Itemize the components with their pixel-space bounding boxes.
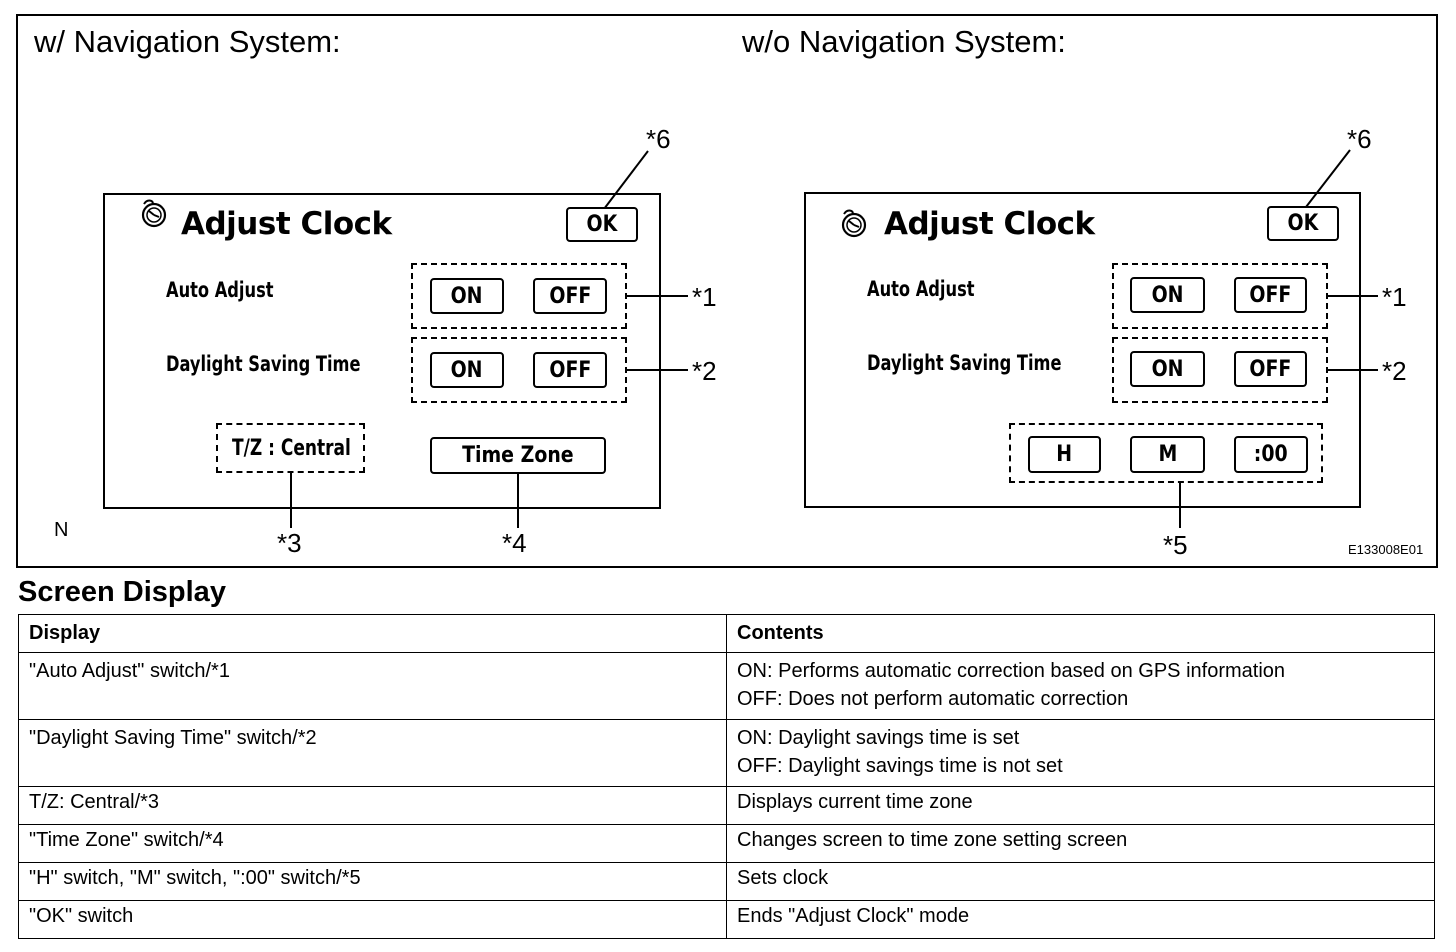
right-ok-button[interactable]: OK <box>1267 206 1339 241</box>
callout-6-right: *6 <box>1347 124 1372 154</box>
tz-central-label: T/Z : Central <box>232 436 351 461</box>
table-cell-contents: Changes screen to time zone setting scre… <box>726 824 1435 863</box>
left-ok-button[interactable]: OK <box>566 207 638 242</box>
right-dst-on-button[interactable]: ON <box>1130 351 1205 387</box>
table-cell-display: T/Z: Central/*3 <box>18 786 727 825</box>
table-header-row: Display Contents <box>18 614 1435 653</box>
table-cell-contents: ON: Daylight savings time is set OFF: Da… <box>726 719 1435 787</box>
left-auto-adjust-label: Auto Adjust <box>166 278 274 302</box>
callout-2-left: *2 <box>692 356 717 386</box>
contents-column-header: Contents <box>726 614 1435 653</box>
clock-icon <box>141 199 167 228</box>
callout-line-6-left <box>603 150 649 210</box>
screen-display-table: Display Contents "Auto Adjust" switch/*1… <box>18 614 1435 939</box>
table-cell-contents: Displays current time zone <box>726 786 1435 825</box>
table-cell-contents: ON: Performs automatic correction based … <box>726 652 1435 720</box>
left-auto-adjust-group <box>411 263 627 329</box>
right-dst-group <box>1112 337 1328 403</box>
zero-minutes-button[interactable]: :00 <box>1234 436 1308 473</box>
table-cell-display: "H" switch, "M" switch, ":00" switch/*5 <box>18 862 727 901</box>
time-zone-button[interactable]: Time Zone <box>430 437 606 474</box>
table-row: T/Z: Central/*3 Displays current time zo… <box>18 786 1435 825</box>
table-row: "H" switch, "M" switch, ":00" switch/*5 … <box>18 862 1435 901</box>
screen-display-title: Screen Display <box>18 576 226 608</box>
figure-marker-n: N <box>54 519 69 541</box>
table-cell-display: "Time Zone" switch/*4 <box>18 824 727 863</box>
callout-4: *4 <box>502 528 527 558</box>
left-auto-adjust-on-button[interactable]: ON <box>430 278 504 314</box>
clock-set-group <box>1009 423 1323 483</box>
with-navigation-heading: w/ Navigation System: <box>34 24 341 59</box>
left-dst-off-button[interactable]: OFF <box>533 352 607 388</box>
figure-frame <box>16 14 1438 568</box>
h-button[interactable]: H <box>1028 436 1101 473</box>
without-navigation-heading: w/o Navigation System: <box>742 24 1066 59</box>
table-cell-display: "OK" switch <box>18 900 727 939</box>
table-row: "Auto Adjust" switch/*1 ON: Performs aut… <box>18 652 1435 720</box>
table-cell-contents: Ends "Adjust Clock" mode <box>726 900 1435 939</box>
right-panel-title: Adjust Clock <box>884 206 1095 242</box>
tz-central-box <box>216 423 365 473</box>
callout-3: *3 <box>277 528 302 558</box>
table-row: "OK" switch Ends "Adjust Clock" mode <box>18 900 1435 939</box>
callout-6-left: *6 <box>646 124 671 154</box>
callout-1-right: *1 <box>1382 282 1407 312</box>
right-auto-adjust-group <box>1112 263 1328 329</box>
table-cell-contents: Sets clock <box>726 862 1435 901</box>
right-auto-adjust-on-button[interactable]: ON <box>1130 277 1205 313</box>
left-dst-label: Daylight Saving Time <box>166 352 361 376</box>
left-auto-adjust-off-button[interactable]: OFF <box>533 278 607 314</box>
display-column-header: Display <box>18 614 727 653</box>
table-row: "Time Zone" switch/*4 Changes screen to … <box>18 824 1435 863</box>
left-dst-on-button[interactable]: ON <box>430 352 504 388</box>
left-dst-group <box>411 337 627 403</box>
right-auto-adjust-label: Auto Adjust <box>867 277 975 301</box>
right-dst-label: Daylight Saving Time <box>867 351 1062 375</box>
right-auto-adjust-off-button[interactable]: OFF <box>1234 277 1307 313</box>
clock-icon <box>841 209 867 238</box>
left-adjust-clock-screen <box>103 193 661 509</box>
table-cell-display: "Auto Adjust" switch/*1 <box>18 652 727 720</box>
callout-5: *5 <box>1163 530 1188 560</box>
figure-code: E133008E01 <box>1348 542 1424 557</box>
left-panel-title: Adjust Clock <box>181 206 392 242</box>
callout-2-right: *2 <box>1382 356 1407 386</box>
right-adjust-clock-screen <box>804 192 1361 508</box>
table-cell-display: "Daylight Saving Time" switch/*2 <box>18 719 727 787</box>
m-button[interactable]: M <box>1130 436 1205 473</box>
right-dst-off-button[interactable]: OFF <box>1234 351 1307 387</box>
callout-1-left: *1 <box>692 282 717 312</box>
callout-line-6-right <box>1305 149 1351 208</box>
table-row: "Daylight Saving Time" switch/*2 ON: Day… <box>18 719 1435 787</box>
